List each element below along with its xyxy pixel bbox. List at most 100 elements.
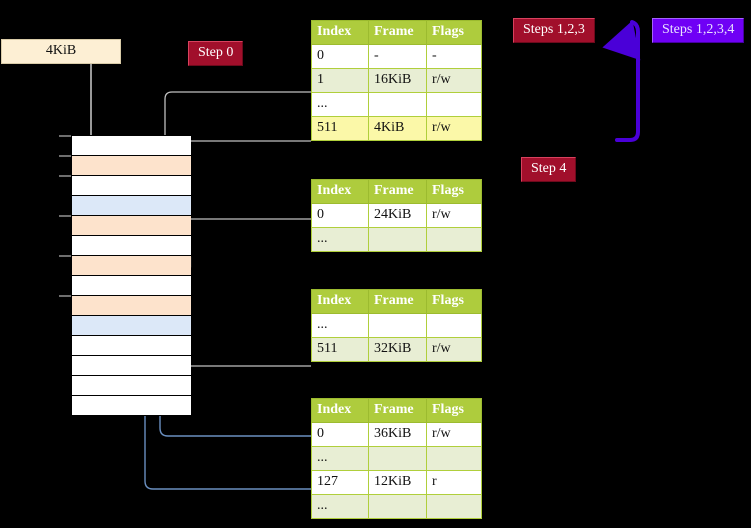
- column-header-frame: Frame: [368, 20, 427, 45]
- cell-index: ...: [311, 494, 369, 519]
- column-header-flags: Flags: [426, 398, 482, 423]
- cell-index: ...: [311, 313, 369, 338]
- steps-123-badge: Steps 1,2,3: [513, 18, 595, 43]
- cell-flags: [426, 227, 482, 252]
- table-row[interactable]: 0--: [311, 44, 482, 69]
- cell-index: 1: [311, 68, 369, 93]
- cell-flags: r/w: [426, 68, 482, 93]
- memory-frame-row: [72, 396, 191, 416]
- cell-index: 0: [311, 44, 369, 69]
- cell-frame: 36KiB: [368, 422, 427, 447]
- cell-flags: r/w: [426, 337, 482, 362]
- steps-1234-badge: Steps 1,2,3,4: [652, 18, 745, 43]
- connector-pdpt-0: [181, 218, 311, 268]
- cell-frame: [368, 92, 427, 117]
- memory-frame-row: [72, 156, 191, 176]
- cell-flags: [426, 313, 482, 338]
- table-row[interactable]: ...: [311, 494, 482, 519]
- cell-frame: [368, 494, 427, 519]
- cell-frame: 24KiB: [368, 203, 427, 228]
- cell-flags: r/w: [426, 422, 482, 447]
- step-0-label: Step 0: [198, 45, 234, 60]
- memory-frame-row: [72, 176, 191, 196]
- cell-frame: [368, 446, 427, 471]
- cell-index: 0: [311, 422, 369, 447]
- page-size-label: 4KiB: [45, 43, 77, 58]
- physical-memory-column: [71, 135, 191, 416]
- memory-frame-tick: [59, 295, 71, 297]
- cell-frame: -: [368, 44, 427, 69]
- cell-frame: 32KiB: [368, 337, 427, 362]
- cell-flags: -: [426, 44, 482, 69]
- column-header-frame: Frame: [368, 398, 427, 423]
- cell-index: ...: [311, 227, 369, 252]
- memory-frame-row: [72, 256, 191, 276]
- page-size-box: 4KiB: [1, 39, 121, 64]
- memory-frame-tick: [59, 135, 71, 137]
- cell-flags: [426, 92, 482, 117]
- memory-frame-tick: [59, 175, 71, 177]
- cell-frame: [368, 313, 427, 338]
- column-header-flags: Flags: [426, 289, 482, 314]
- memory-frame-tick: [59, 255, 71, 257]
- column-header-frame: Frame: [368, 289, 427, 314]
- table-row[interactable]: ...: [311, 227, 482, 252]
- memory-frame-tick: [59, 215, 71, 217]
- memory-frame-row: [72, 296, 191, 316]
- cell-frame: [368, 227, 427, 252]
- table-row[interactable]: ...: [311, 446, 482, 471]
- cell-frame: 16KiB: [368, 68, 427, 93]
- cell-frame: 4KiB: [368, 116, 427, 141]
- column-header-flags: Flags: [426, 179, 482, 204]
- cell-flags: r/w: [426, 116, 482, 141]
- connector-pml4-1: [177, 140, 311, 225]
- cell-frame: 12KiB: [368, 470, 427, 495]
- memory-frame-row: [72, 316, 191, 336]
- column-header-index: Index: [311, 289, 369, 314]
- column-header-index: Index: [311, 398, 369, 423]
- memory-frame-row: [72, 376, 191, 396]
- steps-loop-arrow: [602, 20, 641, 142]
- column-header-index: Index: [311, 20, 369, 45]
- memory-frame-row: [72, 136, 191, 156]
- cell-index: ...: [311, 446, 369, 471]
- cell-index: 127: [311, 470, 369, 495]
- step-4-badge: Step 4: [521, 157, 577, 182]
- step-4-label: Step 4: [531, 161, 567, 176]
- cell-index: 0: [311, 203, 369, 228]
- memory-frame-row: [72, 276, 191, 296]
- memory-frame-row: [72, 236, 191, 256]
- cell-flags: [426, 446, 482, 471]
- column-header-flags: Flags: [426, 20, 482, 45]
- cell-index: ...: [311, 92, 369, 117]
- table-row[interactable]: ...: [311, 313, 482, 338]
- steps-123-label: Steps 1,2,3: [523, 22, 585, 37]
- cell-index: 511: [311, 116, 369, 141]
- column-header-frame: Frame: [368, 179, 427, 204]
- table-row[interactable]: ...: [311, 92, 482, 117]
- memory-frame-row: [72, 356, 191, 376]
- memory-frame-row: [72, 336, 191, 356]
- memory-frame-tick: [59, 155, 71, 157]
- cell-flags: r: [426, 470, 482, 495]
- cell-index: 511: [311, 337, 369, 362]
- memory-frame-row: [72, 216, 191, 236]
- column-header-index: Index: [311, 179, 369, 204]
- cell-flags: [426, 494, 482, 519]
- memory-frame-row: [72, 196, 191, 216]
